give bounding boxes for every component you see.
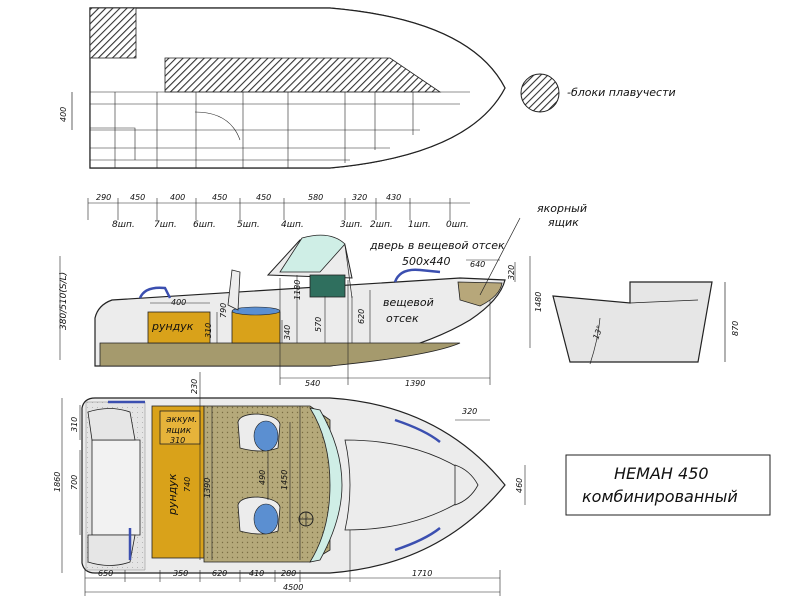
dim-1480: 1480 [534, 292, 543, 312]
dim-350: 350 [173, 569, 188, 578]
boat-model-subtitle: комбинированный [582, 487, 738, 506]
frame-spacing: 400 [170, 193, 185, 202]
anchor-locker-label-2: ящик [548, 216, 579, 229]
dim-460: 460 [515, 478, 524, 493]
dim-400-top: 400 [59, 107, 68, 122]
dim-490: 490 [258, 470, 267, 485]
anchor-locker-label-1: якорный [537, 202, 587, 215]
locker-label-1: вещевой [383, 296, 434, 309]
hull-half-plan: 400 [59, 7, 506, 169]
battery-box-label-1: аккум. [166, 415, 197, 425]
frame-name: 0шп. [446, 220, 469, 230]
dim-1710: 1710 [412, 569, 432, 578]
side-storage-box [147, 311, 211, 344]
plan-storage-label: рундук [166, 473, 179, 516]
battery-box-label-2: ящик [166, 426, 192, 436]
locker-label-2: отсек [386, 312, 419, 325]
dim-540: 540 [305, 379, 320, 388]
dim-620-plan: 620 [212, 569, 227, 578]
frame-spacing: 430 [386, 193, 401, 202]
plan-storage-width: 740 [183, 477, 192, 492]
dim-230: 230 [190, 379, 199, 394]
frame-name: 5шп. [237, 220, 260, 230]
dim-310-side: 310 [204, 323, 213, 338]
legend-text: -блоки плавучести [567, 86, 676, 99]
dim-1180: 1180 [293, 280, 302, 300]
frame-name: 8шп. [112, 220, 135, 230]
buoyancy-legend: -блоки плавучести [520, 73, 676, 113]
door-size-label: 500х440 [402, 255, 451, 268]
dim-400-side: 400 [171, 298, 186, 307]
frame-name: 1шп. [408, 220, 431, 230]
dim-1450: 1450 [280, 470, 289, 490]
dim-1390-side: 1390 [405, 379, 425, 388]
side-view: 380/510(S/L) 400 рундук 310 790 1180 340… [59, 202, 587, 388]
dim-4500: 4500 [283, 583, 303, 592]
buoyancy-block-stern [89, 7, 137, 59]
locker-door-label: дверь в вещевой отсек [369, 239, 505, 252]
dim-700: 700 [70, 475, 79, 490]
frame-spacing: 580 [308, 193, 323, 202]
dim-320-plan: 320 [462, 407, 477, 416]
frame-spacing: 450 [130, 193, 145, 202]
boat-model-title: НЕМАН 450 [614, 464, 709, 483]
windshield [279, 234, 346, 273]
frame-name: 3шп. [340, 220, 363, 230]
dim-410: 410 [249, 569, 264, 578]
dim-340: 340 [283, 325, 292, 340]
dim-870: 870 [731, 321, 740, 336]
frame-name: 6шп. [193, 220, 216, 230]
dim-280: 280 [281, 569, 296, 578]
dim-1860: 1860 [53, 472, 62, 492]
dim-640: 640 [470, 260, 485, 269]
anchor-locker [457, 281, 503, 307]
dim-320-side: 320 [507, 265, 516, 280]
dim-310-plan-a: 310 [70, 417, 79, 432]
dim-570: 570 [314, 317, 323, 332]
dim-790: 790 [219, 303, 228, 318]
frame-dimensions: 290 450 400 450 450 580 320 430 8шп. 7шп… [87, 193, 470, 230]
frame-name: 2шп. [370, 220, 393, 230]
frame-name: 7шп. [154, 220, 177, 230]
locker-door [309, 274, 346, 298]
plan-view: 230 310 700 1860 аккум. ящик 310 рундук … [53, 372, 526, 596]
title-box: НЕМАН 450 комбинированный [565, 454, 771, 516]
frame-spacing: 290 [96, 193, 111, 202]
dim-620: 620 [357, 309, 366, 324]
frame-spacing: 320 [352, 193, 367, 202]
dim-1390-plan: 1390 [203, 478, 212, 498]
transom-section: 870 13° [552, 281, 740, 365]
frame-name: 4шп. [281, 220, 304, 230]
frame-spacing: 450 [256, 193, 271, 202]
dim-650: 650 [98, 569, 113, 578]
side-storage-label: рундук [151, 320, 194, 333]
transom-height-label: 380/510(S/L) [59, 272, 69, 330]
frame-spacing: 450 [212, 193, 227, 202]
dim-310-plan-b: 310 [170, 436, 185, 445]
battery-box [159, 410, 201, 445]
